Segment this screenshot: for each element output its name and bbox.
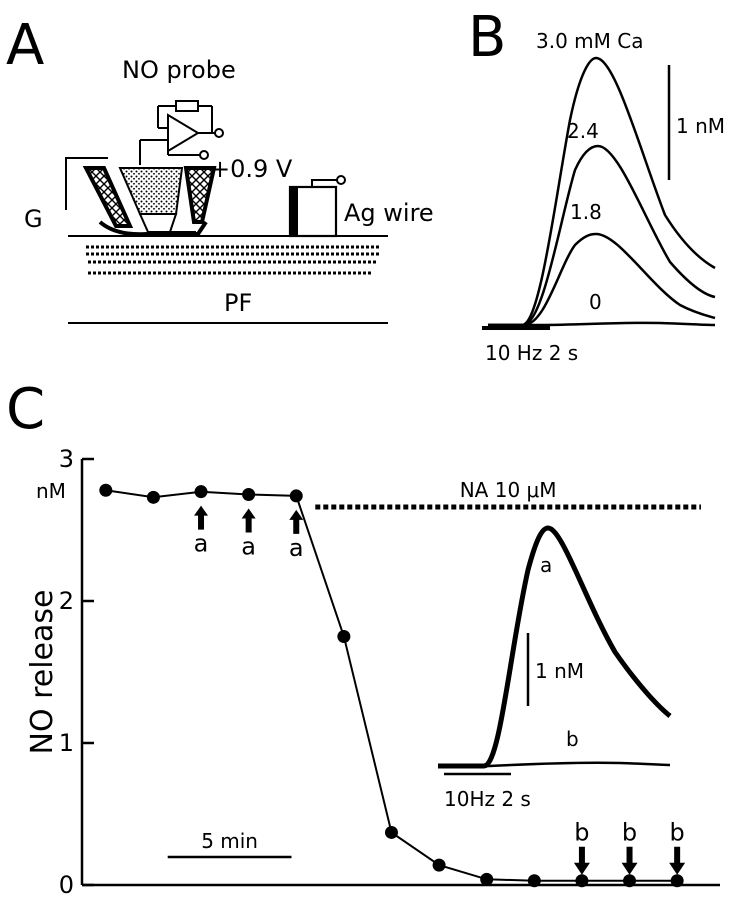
trace-label-3-0: 3.0 mM Ca	[536, 29, 643, 53]
series-points	[99, 483, 684, 888]
data-point	[527, 874, 541, 888]
data-point	[99, 483, 113, 497]
marker-a: a	[241, 508, 256, 561]
probe-electrode	[65, 157, 217, 237]
treatment-label: NA 10 μM	[460, 478, 557, 502]
marker-a: a	[289, 509, 304, 562]
down-arrow-icon	[669, 846, 686, 875]
panel-letter-b: B	[468, 5, 506, 70]
inset-label-a: a	[540, 553, 552, 577]
marker-label: a	[194, 530, 209, 558]
wire-label: Ag wire	[344, 199, 434, 227]
marker-b: b	[573, 819, 590, 875]
trace-label-0: 0	[589, 290, 602, 314]
data-point	[337, 630, 351, 643]
data-point	[575, 874, 589, 888]
down-arrow-icon	[573, 846, 590, 875]
time-scale-label: 5 min	[201, 829, 258, 853]
marker-label: a	[241, 533, 256, 561]
markers: a a a b b b	[194, 505, 686, 875]
trace-label-1-8: 1.8	[570, 200, 602, 224]
panel-letter-a: A	[6, 13, 44, 78]
panel-c: C 0 1 2 3 nM NO release NA 10 μM a a a b b b 5 m…	[6, 377, 720, 899]
trace-1-8	[488, 232, 716, 327]
up-arrow-icon	[194, 505, 209, 530]
trace-0	[488, 321, 716, 327]
voltage-label: +0.9 V	[210, 155, 293, 183]
up-arrow-icon	[241, 508, 256, 533]
inset-trace-b	[438, 761, 671, 768]
trace-2-4	[488, 144, 716, 327]
y-tick-label: 3	[59, 445, 74, 473]
data-point	[242, 488, 256, 501]
inset-scale-label: 1 nM	[535, 659, 584, 683]
data-point	[146, 490, 160, 504]
data-point	[194, 485, 208, 499]
data-point	[289, 489, 303, 503]
stim-label-b: 10 Hz 2 s	[485, 341, 578, 365]
marker-label: a	[289, 534, 304, 562]
scale-label-b: 1 nM	[676, 114, 725, 138]
panel-a: A NO probe +0.9 V	[6, 13, 434, 324]
data-point	[670, 874, 684, 888]
up-arrow-icon	[289, 509, 304, 534]
y-axis-label: NO release	[25, 590, 60, 755]
data-point	[432, 858, 446, 872]
y-tick-label: 2	[59, 587, 74, 615]
marker-b: b	[669, 819, 686, 875]
inset-label-b: b	[566, 727, 579, 751]
g-label: G	[24, 205, 43, 233]
inset: a b 1 nM 10Hz 2 s	[438, 525, 672, 811]
inset-stim-label: 10Hz 2 s	[444, 787, 531, 811]
data-point	[480, 872, 494, 886]
data-point	[623, 874, 637, 888]
series-line	[105, 489, 678, 882]
trace-3-0	[488, 56, 716, 327]
marker-b: b	[621, 819, 638, 875]
marker-label: b	[670, 819, 685, 847]
y-tick-label: 0	[59, 871, 74, 899]
data-point	[384, 825, 398, 839]
ag-wire-electrode	[288, 175, 346, 238]
amplifier-icon	[139, 100, 224, 165]
pf-label: PF	[224, 289, 252, 317]
panel-letter-c: C	[6, 377, 45, 442]
trace-label-2-4: 2.4	[567, 119, 599, 143]
tissue-layers	[86, 245, 380, 275]
marker-a: a	[194, 505, 209, 558]
probe-label: NO probe	[122, 56, 236, 84]
y-tick-label: 1	[59, 729, 74, 757]
panel-b: B 3.0 mM Ca 2.4 1.8 0 1 nM 10 Hz 2 s	[468, 5, 725, 365]
y-unit-label: nM	[36, 479, 66, 503]
inset-trace-a	[438, 525, 672, 769]
marker-label: b	[574, 819, 589, 847]
y-ticks: 0 1 2 3	[59, 445, 94, 899]
marker-label: b	[622, 819, 637, 847]
down-arrow-icon	[621, 846, 638, 875]
